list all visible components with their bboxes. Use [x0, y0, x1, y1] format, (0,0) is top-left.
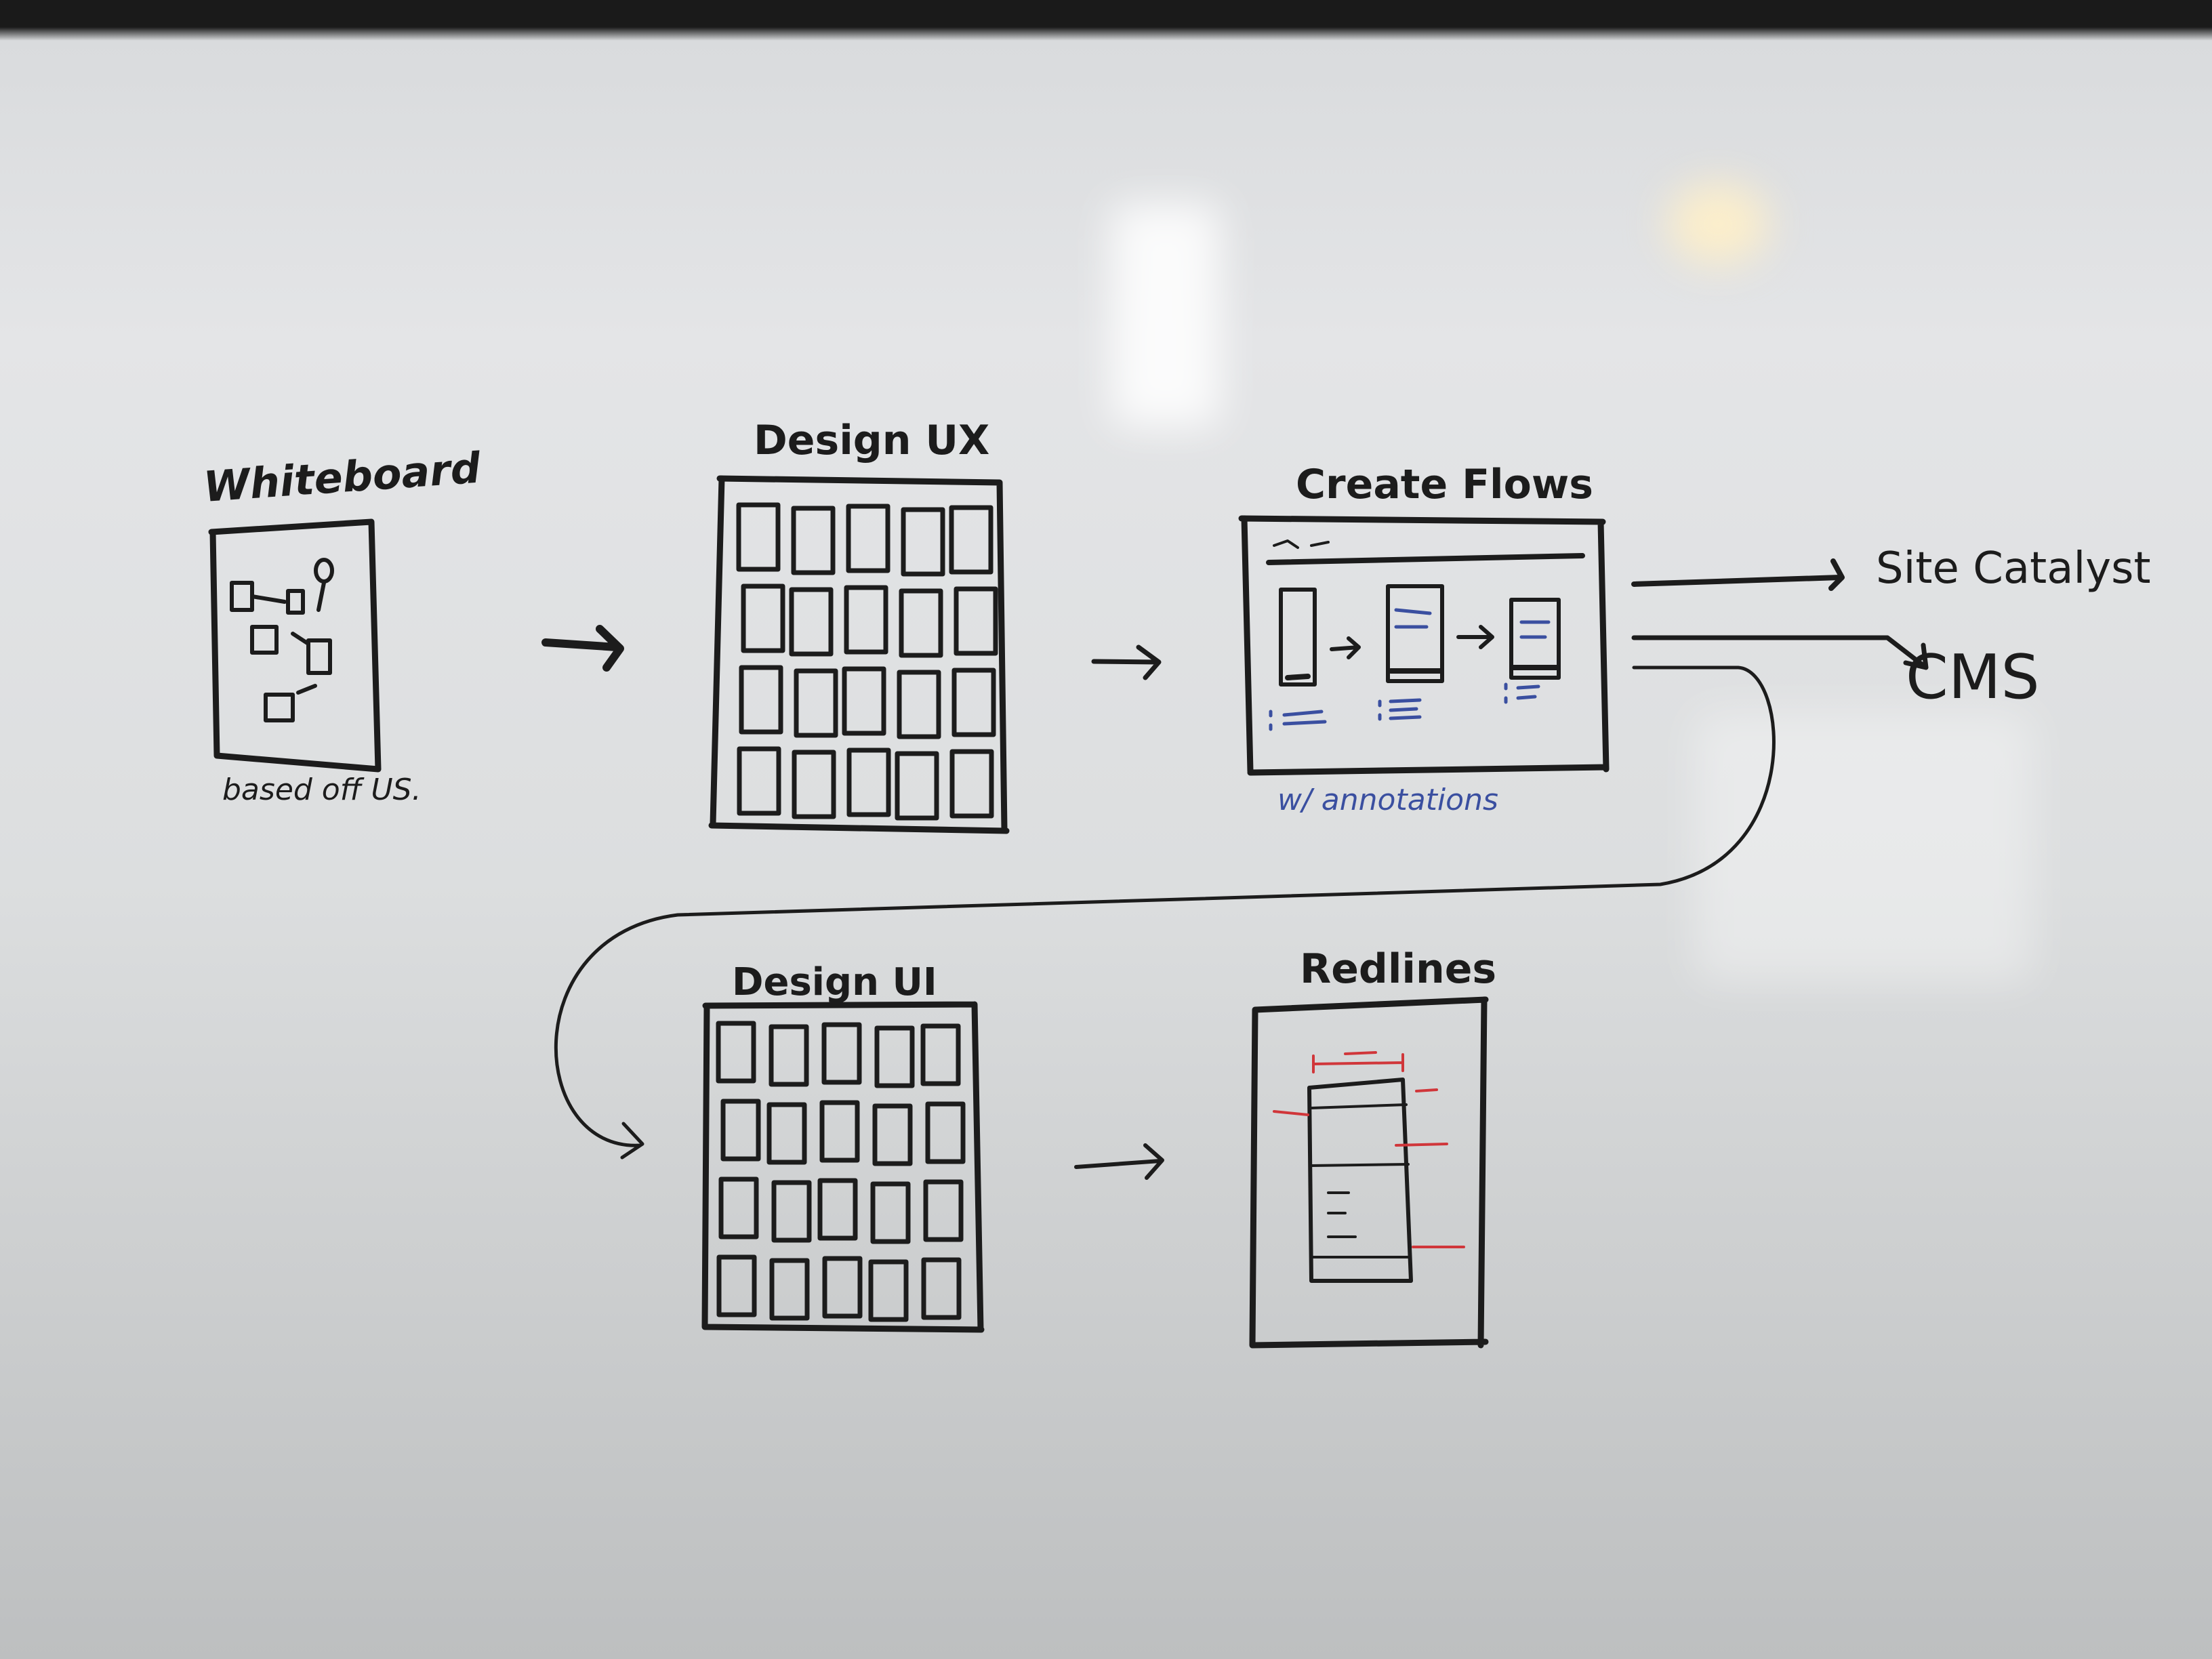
- node-design-ux: [708, 475, 1010, 834]
- connector-create-flows-to-design-ui: [554, 665, 1776, 1160]
- screen-thumbnail: [868, 1259, 909, 1322]
- screen-thumbnail: [736, 502, 781, 572]
- label-design-ux: Design UX: [754, 417, 989, 464]
- note-based-off-us: based off US.: [222, 773, 422, 807]
- arrow-create-flows-to-site-catalyst: [1631, 558, 1845, 591]
- screen-thumbnail: [874, 1025, 915, 1088]
- screen-thumbnail: [949, 505, 994, 575]
- redline-marks: [1273, 1051, 1465, 1248]
- label-whiteboard: Whiteboard: [202, 443, 483, 512]
- screen-thumbnail: [716, 1021, 756, 1084]
- label-redlines: Redlines: [1300, 945, 1496, 993]
- screen-thumbnail: [769, 1024, 809, 1087]
- screen-thumbnail: [897, 670, 941, 739]
- screen-thumbnail: [920, 1023, 961, 1086]
- screen-thumbnail: [951, 668, 996, 737]
- node-create-flows: [1238, 515, 1610, 776]
- screen-thumbnail: [895, 751, 939, 821]
- arrow-design-ux-to-create-flows: [1091, 644, 1162, 680]
- screen-thumbnail: [794, 668, 838, 738]
- screen-thumbnail: [949, 749, 994, 819]
- arrow-whiteboard-to-design-ux: [541, 625, 624, 672]
- node-redlines: [1249, 996, 1489, 1349]
- screen-thumbnail: [954, 586, 998, 656]
- screen-thumbnail: [923, 1179, 964, 1242]
- light-glare: [1694, 712, 2033, 983]
- screen-thumbnail: [842, 666, 886, 736]
- screen-thumbnail: [792, 750, 836, 819]
- screen-thumbnail: [870, 1181, 911, 1244]
- light-glare: [1667, 183, 1769, 264]
- screen-thumbnail: [791, 506, 836, 575]
- screen-thumbnail: [872, 1103, 913, 1166]
- screen-thumbnail: [718, 1176, 759, 1240]
- screen-thumbnail: [844, 585, 888, 655]
- screen-thumbnail: [739, 665, 783, 735]
- screen-thumbnail: [899, 588, 943, 658]
- screen-thumbnail: [771, 1180, 812, 1243]
- label-design-ui: Design UI: [732, 960, 937, 1004]
- screen-thumbnail: [821, 1022, 862, 1085]
- arrow-design-ui-to-redlines: [1074, 1143, 1164, 1180]
- screen-thumbnail: [925, 1101, 966, 1164]
- light-glare: [1111, 203, 1220, 427]
- screen-thumbnail: [921, 1257, 962, 1320]
- screen-thumbnail: [846, 747, 891, 817]
- screen-thumbnail: [720, 1099, 761, 1162]
- screen-thumbnail: [766, 1102, 807, 1165]
- screen-thumbnail: [817, 1178, 858, 1241]
- screen-thumbnail: [737, 746, 781, 816]
- note-with-annotations: w/ annotations: [1277, 783, 1498, 817]
- screen-thumbnail: [819, 1100, 860, 1163]
- label-cms: CMS: [1906, 642, 2040, 713]
- screen-thumbnail: [741, 583, 785, 653]
- annotation-marks: [1269, 608, 1551, 731]
- arrow-create-flows-to-cms: [1631, 635, 1929, 670]
- screen-thumbnail: [716, 1254, 757, 1317]
- node-whiteboard: [208, 518, 382, 773]
- screen-thumbnail: [901, 507, 945, 577]
- label-site-catalyst: Site Catalyst: [1876, 544, 2151, 594]
- label-create-flows: Create Flows: [1296, 461, 1593, 508]
- node-design-ui: [701, 1001, 985, 1333]
- screen-thumbnail: [789, 587, 834, 657]
- screen-thumbnail: [769, 1258, 810, 1321]
- screen-thumbnail: [846, 504, 890, 573]
- screen-thumbnail: [822, 1256, 863, 1319]
